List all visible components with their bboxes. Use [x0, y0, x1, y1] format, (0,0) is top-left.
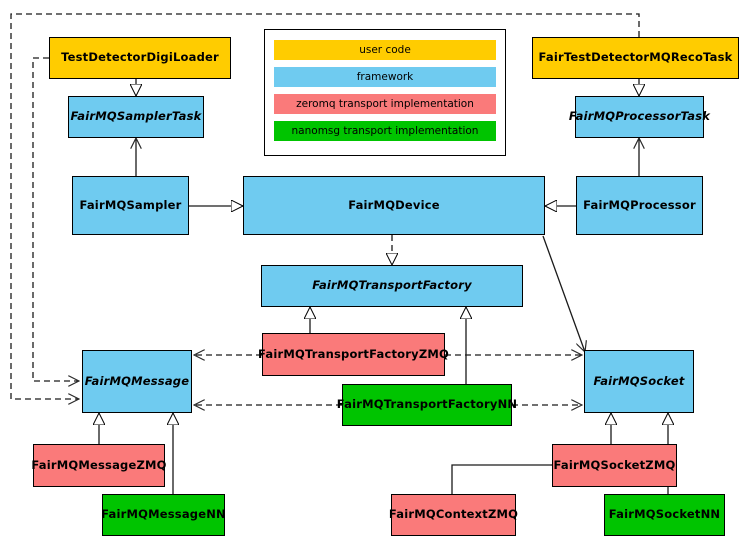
- edge-device-socket: [542, 235, 585, 352]
- class-box-fairmqprocessor[interactable]: FairMQProcessor: [576, 176, 703, 235]
- class-box-fairmqsocketnn[interactable]: FairMQSocketNN: [604, 494, 725, 536]
- class-box-fairmqmessagenn[interactable]: FairMQMessageNN: [101, 494, 226, 536]
- class-box-fairmqtransportfactorynn[interactable]: FairMQTransportFactoryNN: [337, 384, 517, 426]
- class-box-fairmqcontextzmq[interactable]: FairMQContextZMQ: [389, 494, 518, 536]
- class-box-testdetectordigiloader[interactable]: TestDetectorDigiLoader: [49, 37, 231, 79]
- class-box-fairmqdevice[interactable]: FairMQDevice: [243, 176, 545, 235]
- class-box-fairtestdetectormqrecotask[interactable]: FairTestDetectorMQRecoTask: [532, 37, 739, 79]
- legend-panel: user code framework zeromq transport imp…: [264, 29, 506, 156]
- legend-item-nanomsg: nanomsg transport implementation: [274, 121, 496, 141]
- class-box-fairmqsampler[interactable]: FairMQSampler: [72, 176, 189, 235]
- class-box-fairmqsocket[interactable]: FairMQSocket: [584, 350, 694, 413]
- edge-socketzmq-contextzmq: [451, 465, 552, 494]
- class-box-fairmqsocketzmq[interactable]: FairMQSocketZMQ: [552, 444, 677, 487]
- legend-item-framework: framework: [274, 67, 496, 87]
- legend-item-user-code: user code: [274, 40, 496, 60]
- class-box-fairmqmessage[interactable]: FairMQMessage: [82, 350, 192, 413]
- edge-digiloader-message: [32, 57, 79, 381]
- legend-item-zeromq: zeromq transport implementation: [274, 94, 496, 114]
- class-box-fairmqprocessortask[interactable]: FairMQProcessorTask: [569, 96, 710, 138]
- class-box-fairmqtransportfactoryzmq[interactable]: FairMQTransportFactoryZMQ: [258, 333, 449, 376]
- class-box-fairmqtransportfactory[interactable]: FairMQTransportFactory: [261, 265, 523, 307]
- class-box-fairmqmessagezmq[interactable]: FairMQMessageZMQ: [31, 444, 166, 487]
- class-box-fairmqsamplertask[interactable]: FairMQSamplerTask: [68, 96, 204, 138]
- edge-recotask-message: [10, 13, 640, 399]
